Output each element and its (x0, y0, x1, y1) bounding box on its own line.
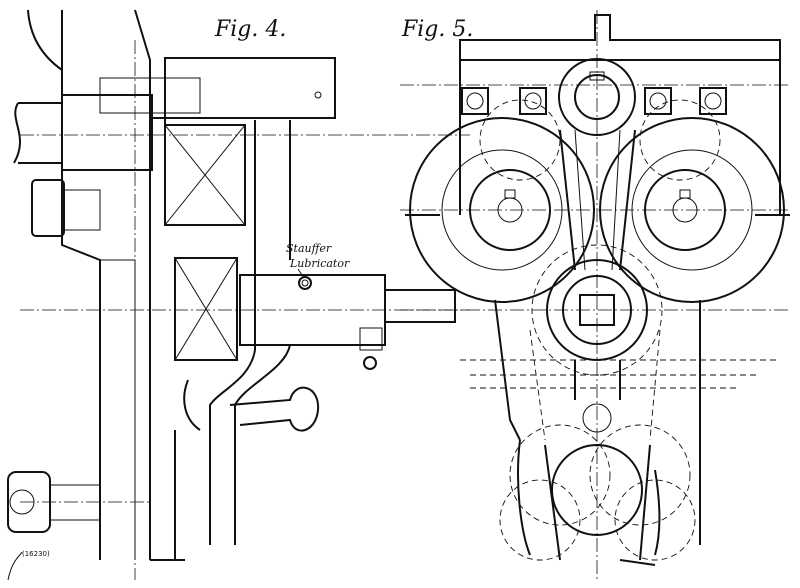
fork-foot (619, 559, 656, 566)
figure-5: Fig. 5. (400, 10, 790, 580)
upper-block (164, 57, 336, 119)
fork-left (517, 439, 531, 556)
main-frame-right-edge (134, 9, 151, 560)
side-bolt-shank (64, 189, 101, 231)
f5-hidden-guides (460, 359, 780, 389)
lower-stem (574, 360, 621, 400)
fork-right-inner (639, 444, 651, 561)
left-leg (494, 299, 521, 441)
left-wheel-key (504, 189, 516, 199)
lower-cross-block-x (174, 257, 238, 361)
callout-line-2: Lubricator (289, 257, 350, 270)
lower-arc-3 (499, 479, 581, 561)
main-frame-left-edge (61, 70, 101, 560)
lower-knob-shank (50, 484, 100, 521)
shaft-break (13, 102, 21, 164)
frame-base-curve (183, 379, 201, 431)
bolt-4 (699, 87, 727, 115)
right-wheel-hidden-upper (639, 99, 721, 181)
fork-left-inner (544, 444, 561, 561)
lower-arc-2 (589, 424, 691, 526)
bolt-4-head (704, 92, 722, 110)
bolt-1-head (466, 92, 484, 110)
central-arms-inner (574, 129, 621, 271)
frame-sides (459, 60, 781, 215)
figure-5-title: Fig. 5. (401, 17, 473, 42)
bracket-column (254, 120, 291, 350)
main-frame-inner (100, 259, 136, 560)
fork-right (654, 469, 661, 556)
upper-hub-hidden (99, 77, 201, 114)
upper-block-pin (314, 91, 322, 99)
frame-top-plate (459, 14, 781, 60)
lever-handle (229, 386, 320, 432)
spindle-eye (363, 356, 377, 370)
callout-leader (297, 268, 305, 279)
spindle-end (384, 289, 456, 323)
lower-arc-4 (614, 479, 696, 561)
bolt-2 (519, 87, 547, 115)
frame-base (150, 430, 185, 561)
lubricator-cap-inner (301, 279, 309, 287)
legs-hidden (529, 329, 661, 441)
plate-number-leader (7, 551, 23, 581)
bracket-curve-lower (209, 349, 256, 545)
figure-4-title: Fig. 4. (214, 17, 286, 42)
bolt-1 (461, 87, 489, 115)
lower-arc-1 (509, 424, 611, 526)
figure-4: Fig. 4. Stauffer (7, 9, 470, 581)
upper-cross-block (164, 124, 246, 226)
shaft-left (18, 102, 62, 164)
top-bolts (461, 87, 727, 115)
top-boss-bore (574, 74, 620, 120)
upper-cross-block-x (164, 124, 246, 226)
bolt-3-head (649, 92, 667, 110)
shaft-hub (61, 94, 153, 171)
top-casting-outline (27, 9, 63, 72)
central-arms (559, 129, 636, 271)
right-wheel-key (679, 189, 691, 199)
lubricator-cap (298, 276, 312, 290)
spindle-nut (359, 327, 383, 351)
bolt-3 (644, 87, 672, 115)
bolt-2-head (524, 92, 542, 110)
side-bolt (31, 179, 65, 237)
left-wheel-hidden-upper (479, 99, 561, 181)
callout-line-1: Stauffer (286, 242, 332, 255)
lower-cross-block (174, 257, 238, 361)
plate-number: (16230) (22, 550, 50, 558)
